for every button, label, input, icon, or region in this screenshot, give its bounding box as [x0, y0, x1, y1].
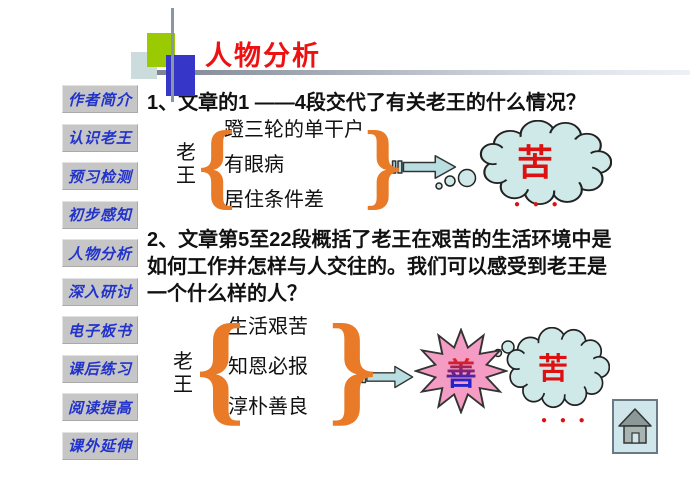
thought-cloud-icon: [506, 327, 610, 409]
diagram1-subject: 老王: [176, 142, 196, 187]
sidebar-item-extension[interactable]: 课外延伸: [62, 431, 138, 460]
sidebar-item-preview-test[interactable]: 预习检测: [62, 162, 138, 190]
slide-title: 人物分析: [205, 41, 321, 71]
diagram2-items: 生活艰苦 知恩必报 淳朴善良: [228, 317, 308, 418]
thought-bubbles-icon: [435, 168, 477, 190]
sidebar-item-e-blackboard[interactable]: 电子板书: [62, 316, 138, 344]
diagram1-item: 蹬三轮的单干户: [224, 119, 364, 141]
diagram2-result-text: 苦: [538, 352, 568, 386]
question-1: 1、文章的1 ——4段交代了有关老王的什么情况？: [147, 92, 586, 114]
starburst-icon: [414, 328, 508, 414]
striped-arrow-icon: [356, 365, 414, 389]
home-icon: [612, 399, 658, 454]
diagram2-ellipsis: ● ● ●: [541, 415, 590, 426]
diagram2-burst: 善: [414, 328, 508, 414]
diagram2-item: 生活艰苦: [228, 316, 308, 338]
diagram2-burst-text: 善: [414, 328, 508, 414]
sidebar-item-character-analysis[interactable]: 人物分析: [62, 239, 138, 267]
home-button[interactable]: [612, 399, 658, 454]
deco-square-blue: [166, 55, 195, 96]
diagram2-item: 知恩必报: [228, 356, 308, 378]
diagram1-item: 有眼病: [224, 154, 284, 176]
striped-arrow-icon: [391, 155, 457, 179]
sidebar-nav: 作者简介 认识老王 预习检测 初步感知 人物分析 深入研讨 电子板书 课后练习 …: [62, 85, 138, 460]
sidebar-item-know-laowang[interactable]: 认识老王: [62, 123, 138, 152]
diagram1-ellipsis: ● ● ●: [514, 199, 563, 210]
sidebar-item-reading-improve[interactable]: 阅读提高: [62, 393, 138, 421]
diagram2-close-brace: }: [328, 299, 377, 436]
sidebar-item-deep-discussion[interactable]: 深入研讨: [62, 277, 138, 306]
diagram2-item: 淳朴善良: [228, 396, 308, 418]
sidebar-item-first-sense[interactable]: 初步感知: [62, 200, 138, 229]
title-underline: [137, 70, 690, 75]
diagram1-open-brace: {: [198, 111, 236, 218]
sidebar-item-author-intro[interactable]: 作者简介: [62, 85, 138, 113]
diagram1-result-text: 苦: [516, 141, 553, 183]
diagram2-open-brace: {: [196, 299, 245, 436]
diagram1-items: 蹬三轮的单干户 有眼病 居住条件差: [224, 120, 364, 211]
diagram1-close-brace: }: [364, 111, 402, 218]
diagram2-subject: 老王: [173, 351, 193, 396]
deco-vertical-line: [171, 8, 174, 102]
thought-cloud-icon: [479, 120, 612, 206]
diagram2-result-cloud: 苦: [502, 327, 610, 410]
question-2: 2、文章第5至22段概括了老王在艰苦的生活环境中是如何工作并怎样与人交往的。我们…: [147, 229, 612, 305]
diagram1-item: 居住条件差: [224, 189, 324, 211]
sidebar-item-after-class[interactable]: 课后练习: [62, 354, 138, 383]
diagram1-result-cloud: 苦: [474, 120, 612, 207]
